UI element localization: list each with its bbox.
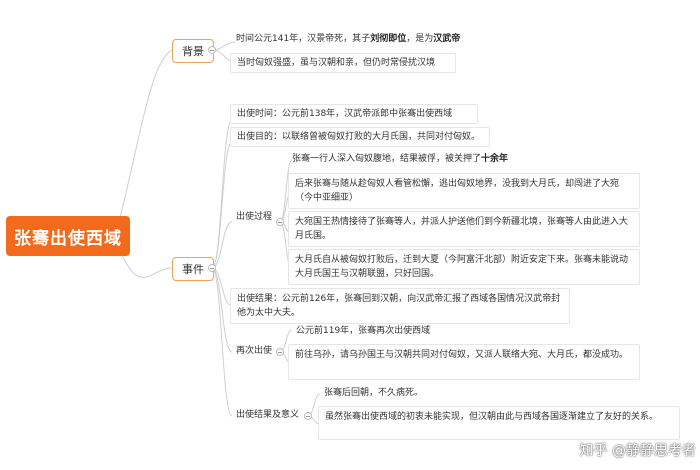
text-segment: 张骞一行人深入匈奴腹地，结果被俘，被关押了 bbox=[292, 154, 482, 164]
event-second-label[interactable]: 再次出使 bbox=[236, 346, 273, 356]
root-topic[interactable]: 张骞出使西域 bbox=[6, 216, 130, 256]
second-item-1[interactable]: 公元前119年，张骞再次出使西域 bbox=[296, 326, 431, 336]
text-segment: 时间公元141年，汉景帝死，其子 bbox=[236, 34, 371, 44]
category-events[interactable]: 事件 bbox=[172, 257, 214, 281]
event-purpose[interactable]: 出使目的：以联络曾被匈奴打败的大月氏国，共同对付匈奴。 bbox=[230, 127, 490, 147]
event-result[interactable]: 出使结果：公元前126年，张骞回到汉朝，向汉武帝汇报了西域各国情况汉武帝封他为太… bbox=[230, 288, 570, 324]
process-item-4[interactable]: 大月氏自从被匈奴打败后，迁到大夏（今阿富汗北部）附近安定下来。张骞未能说动大月氏… bbox=[288, 249, 640, 285]
process-item-1[interactable]: 张骞一行人深入匈奴腹地，结果被俘，被关押了十余年 bbox=[292, 152, 592, 166]
highlight-text: 刘彻即位 bbox=[370, 34, 407, 44]
text-segment: ，是为 bbox=[406, 34, 434, 44]
meaning-item-1[interactable]: 张骞后回朝，不久病死。 bbox=[324, 388, 424, 398]
event-time[interactable]: 出使时间：公元前138年，汉武帝派郎中张骞出使西域 bbox=[230, 104, 478, 124]
process-item-2[interactable]: 后来张骞与随从趁匈奴人看管松懈，逃出匈奴地界，没我到大月氏，却闯进了大宛（今中亚… bbox=[288, 173, 640, 209]
second-item-2[interactable]: 前往乌孙，请乌孙国王与汉朝共同对付匈奴，又派人联络大宛、大月氏，都没成功。 bbox=[288, 344, 640, 380]
collapse-icon[interactable] bbox=[304, 412, 312, 420]
highlight-text: 十余年 bbox=[481, 154, 509, 164]
background-item-2[interactable]: 当时匈奴强盛，虽与汉朝和亲，但仍时常侵扰汉境 bbox=[230, 53, 456, 73]
collapse-icon[interactable] bbox=[276, 218, 284, 226]
highlight-text: 汉武帝 bbox=[433, 34, 461, 44]
event-process-label[interactable]: 出使过程 bbox=[236, 212, 273, 222]
meaning-item-2[interactable]: 虽然张骞出使西域的初衷未能实现，但汉朝由此与西域各国逐渐建立了友好的关系。 bbox=[318, 406, 680, 440]
collapse-icon[interactable] bbox=[276, 348, 284, 356]
watermark: 知乎 @静静思考者 bbox=[579, 443, 696, 459]
collapse-icon[interactable] bbox=[208, 264, 216, 272]
process-item-3[interactable]: 大宛国王热情接待了张骞等人，并派人护送他们到今新疆北境，张骞等人由此进入大月氏国… bbox=[288, 211, 640, 247]
background-item-1[interactable]: 时间公元141年，汉景帝死，其子刘彻即位，是为汉武帝 bbox=[236, 32, 486, 46]
collapse-icon[interactable] bbox=[208, 46, 216, 54]
event-meaning-label[interactable]: 出使结果及意义 bbox=[236, 410, 300, 420]
